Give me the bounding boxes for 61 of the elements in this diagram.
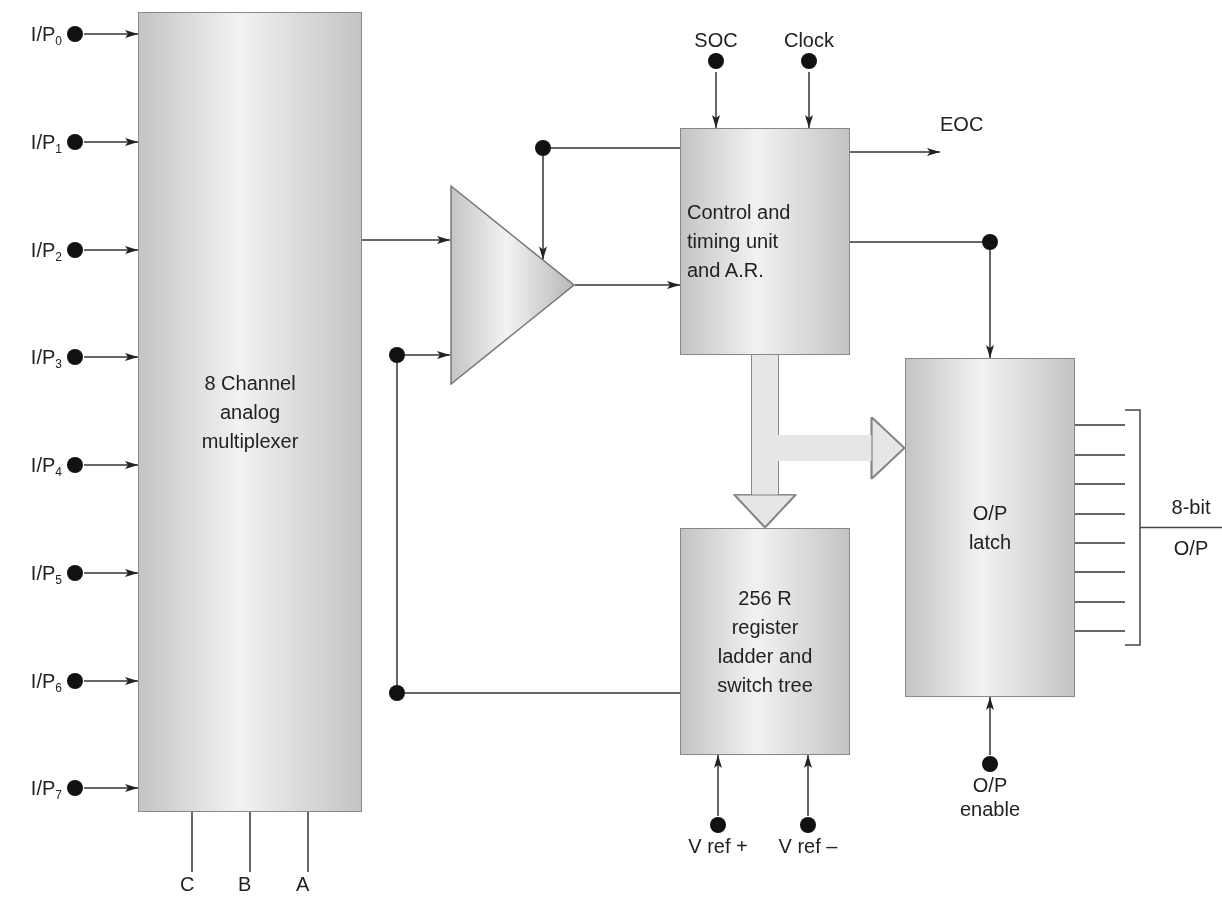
- pin-label: I/P$_{0}$: [30, 22, 62, 46]
- connector-line: [1074, 542, 1126, 544]
- arrow: [83, 677, 139, 685]
- arrow: [986, 696, 994, 756]
- arrow: [849, 148, 941, 156]
- connector-line: [1074, 601, 1126, 603]
- connector-line: [1074, 513, 1126, 515]
- pin-label: I/P$_{4}$: [30, 453, 62, 477]
- bus-label: 8-bit O/P: [1170, 494, 1212, 561]
- connector-line: [1074, 571, 1126, 573]
- signal-label: B: [238, 872, 253, 896]
- comparator-triangle: [450, 185, 575, 385]
- pin-label: I/P$_{3}$: [30, 345, 62, 369]
- arrow: [805, 71, 813, 129]
- arrow: [986, 249, 994, 359]
- arrow: [404, 351, 451, 359]
- pin-label: V ref –: [778, 834, 838, 858]
- arrow: [83, 461, 139, 469]
- control-block: [680, 128, 850, 355]
- connector-line: [191, 811, 193, 873]
- connector-line: [1074, 454, 1126, 456]
- connector-line: [307, 811, 309, 873]
- ladder-block: [680, 528, 850, 755]
- connector-line: [849, 241, 983, 243]
- multiplexer-block: [138, 12, 362, 812]
- connector-line: [1074, 630, 1126, 632]
- arrow: [574, 281, 681, 289]
- block-label: O/P latch: [967, 500, 1013, 555]
- pin-label: I/P$_{1}$: [30, 130, 62, 154]
- pin-label: SOC: [694, 28, 738, 52]
- block-label: Control and timing unit and A.R.: [687, 200, 792, 283]
- arrow: [83, 30, 139, 38]
- pin-label: I/P$_{2}$: [30, 238, 62, 262]
- connector-line: [550, 147, 681, 149]
- block-label: 8 Channel analog multiplexer: [200, 370, 300, 454]
- arrow: [804, 754, 812, 817]
- arrow: [83, 138, 139, 146]
- arrow: [83, 353, 139, 361]
- pin-label: V ref +: [688, 834, 748, 858]
- arrow: [539, 155, 547, 261]
- signal-label: EOC: [940, 112, 985, 136]
- block-label: 256 R register ladder and switch tree: [716, 585, 814, 698]
- arrow: [83, 569, 139, 577]
- connector-line: [1074, 483, 1126, 485]
- connector-line: [404, 692, 681, 694]
- arrow: [714, 754, 722, 817]
- pin-label: Clock: [784, 28, 834, 52]
- arrow: [361, 236, 451, 244]
- connector-line: [1074, 424, 1126, 426]
- latch-block: [905, 358, 1075, 697]
- signal-label: C: [180, 872, 196, 896]
- arrow: [83, 246, 139, 254]
- arrow: [712, 71, 720, 129]
- connector-line: [396, 362, 398, 686]
- pin-label: I/P$_{7}$: [30, 776, 62, 800]
- arrow: [83, 784, 139, 792]
- connector-line: [249, 811, 251, 873]
- pin-label: I/P$_{6}$: [30, 669, 62, 693]
- pin-label: I/P$_{5}$: [30, 561, 62, 585]
- signal-label: A: [296, 872, 311, 896]
- pin-label: O/P enable: [958, 773, 1022, 821]
